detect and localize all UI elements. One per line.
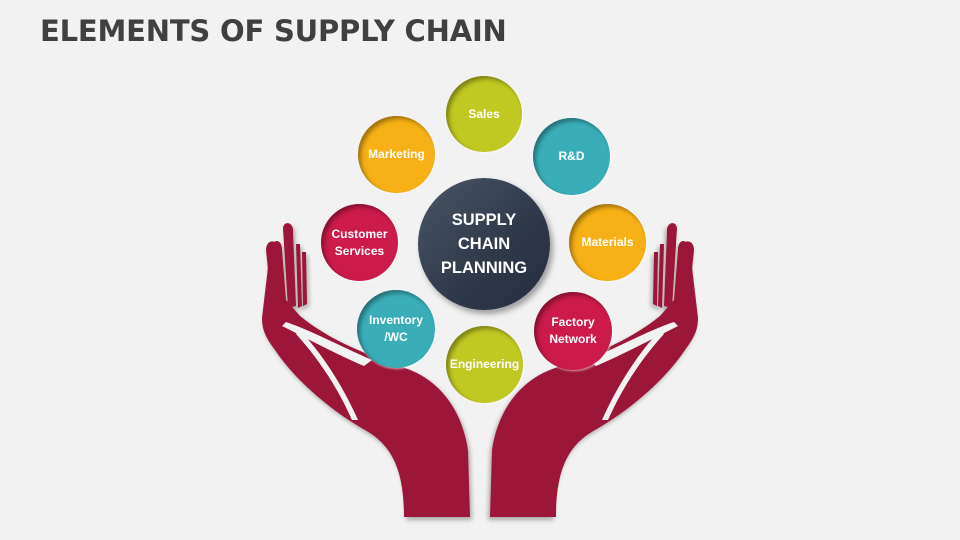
right-hand-icon — [490, 223, 698, 517]
element-label: R&D — [558, 149, 585, 163]
element-marketing: Marketing — [358, 116, 435, 193]
element-materials: Materials — [569, 204, 646, 281]
left-hand-icon — [262, 223, 470, 517]
element-label: Engineering — [449, 357, 520, 371]
supply-chain-planning-hub: SUPPLY CHAIN PLANNING — [418, 178, 550, 310]
element-customer-services: Customer Services — [321, 204, 398, 281]
element-label: Sales — [468, 106, 500, 121]
element-label: Marketing — [368, 147, 425, 161]
element-label: Materials — [581, 235, 634, 249]
element-inventory-wc: Inventory /WC — [357, 290, 435, 368]
element-label: Factory Network — [549, 315, 597, 346]
element-engineering: Engineering — [446, 326, 523, 403]
page-title: ELEMENTS OF SUPPLY CHAIN — [40, 14, 507, 48]
element-label: Inventory /WC — [368, 313, 423, 344]
hub-label: SUPPLY CHAIN PLANNING — [440, 211, 528, 277]
element-sales: Sales — [446, 76, 522, 152]
element-factory-network: Factory Network — [534, 292, 612, 370]
element-label: Customer Services — [331, 226, 388, 258]
element-rnd: R&D — [533, 118, 610, 195]
